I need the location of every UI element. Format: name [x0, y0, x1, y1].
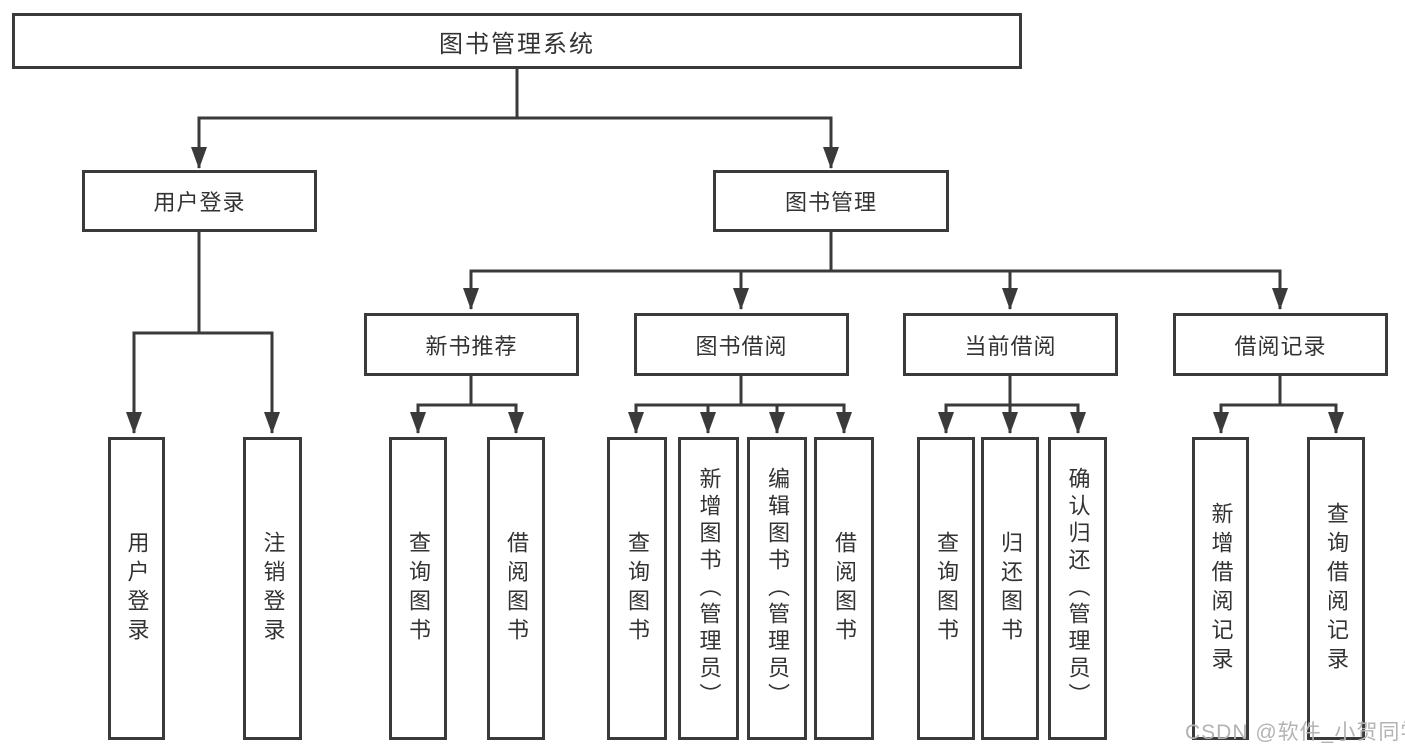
- node-user-login: 用户登录: [82, 170, 317, 232]
- node-nbr-query-books: 查询图书: [389, 437, 447, 740]
- node-bb-add-books-admin: 新增图书（管理员）: [678, 437, 739, 740]
- node-bb-edit-books-admin: 编辑图书（管理员）: [747, 437, 807, 740]
- node-new-book-recommend: 新书推荐: [364, 313, 579, 376]
- node-cb-query-books: 查询图书: [917, 437, 975, 740]
- node-current-borrowing: 当前借阅: [903, 313, 1118, 376]
- node-borrowing-records: 借阅记录: [1173, 313, 1388, 376]
- node-logout: 注销登录: [243, 437, 302, 740]
- node-login: 用户登录: [108, 437, 165, 740]
- node-book-borrowing: 图书借阅: [634, 313, 849, 376]
- node-cb-confirm-return-admin: 确认归还（管理员）: [1048, 437, 1107, 740]
- node-bb-query-books: 查询图书: [607, 437, 667, 740]
- node-cb-return-books: 归还图书: [981, 437, 1039, 740]
- watermark-text: CSDN @软件_小贺同学: [1185, 721, 1405, 744]
- node-nbr-borrow-books: 借阅图书: [487, 437, 545, 740]
- node-root: 图书管理系统: [12, 13, 1022, 69]
- node-bb-borrow-books: 借阅图书: [814, 437, 874, 740]
- node-br-add-record: 新增借阅记录: [1192, 437, 1249, 740]
- node-book-management: 图书管理: [713, 170, 949, 232]
- node-br-query-record: 查询借阅记录: [1307, 437, 1365, 740]
